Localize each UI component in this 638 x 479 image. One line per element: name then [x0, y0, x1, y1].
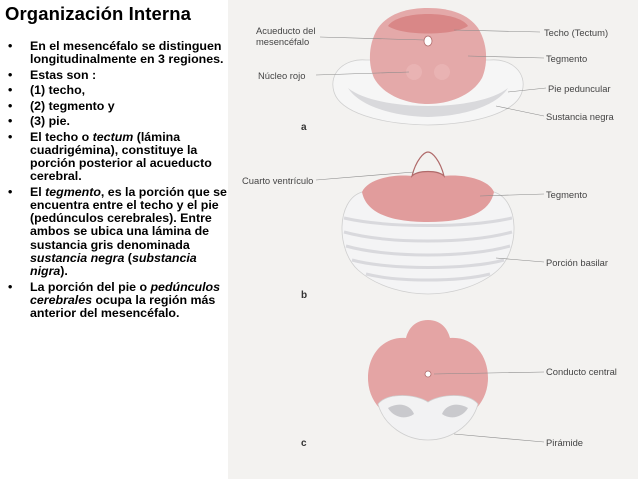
bullet-text: , es la porción que se encuentra entre e…	[30, 184, 227, 252]
bullet-item: • Estas son :	[8, 67, 230, 82]
midbrain-tegmentum-pink	[369, 8, 487, 104]
label-substantia-nigra: Sustancia negra	[546, 111, 615, 122]
bullet-text: ).	[60, 264, 68, 279]
bullet-item: • El techo o tectum (lámina cuadrigémina)…	[8, 129, 230, 184]
bullet-item: • El tegmento, es la porción que se encu…	[8, 184, 230, 279]
bullet-italic-term: substancia nigra	[30, 250, 197, 279]
section-a-midbrain	[315, 8, 547, 126]
label-red-nucleus: Núcleo rojo	[258, 70, 305, 81]
cerebral-aqueduct	[423, 35, 433, 47]
bullet-marker: •	[8, 83, 13, 98]
bullet-marker: •	[8, 279, 13, 294]
central-canal	[424, 370, 432, 378]
midbrain-tectum-pink	[388, 14, 468, 34]
label-tectum: Techo (Tectum)	[544, 27, 608, 38]
bullet-marker: •	[8, 184, 13, 199]
letter-c: c	[301, 438, 307, 449]
bullet-text: (3) pie.	[30, 114, 70, 129]
bullet-item: • En el mesencéfalo se distinguen longitu…	[8, 39, 230, 67]
bullet-italic-term: sustancia negra	[30, 250, 125, 265]
bullet-italic-term: pedúnculos cerebrales	[30, 279, 221, 307]
bullet-text: (1) techo,	[30, 83, 86, 98]
bullet-text: (2) tegmento y	[30, 98, 115, 113]
bullet-italic-term: tectum	[92, 129, 134, 144]
fourth-ventricle	[410, 151, 446, 178]
red-nucleus-right	[434, 64, 450, 80]
bullet-text: (lámina cuadrigémina), constituye la por…	[30, 129, 212, 184]
brainstem-illustration: Acueducto del mesencéfalo Núcleo rojo Te…	[242, 8, 617, 449]
pons-tegmentum-pink	[362, 162, 494, 222]
bullet-text: En el mesencéfalo se distinguen longitud…	[30, 39, 224, 67]
label-aqueduct-line2: mesencéfalo	[256, 36, 309, 47]
substantia-nigra-band	[348, 88, 508, 117]
bullet-item: • (2) tegmento y	[8, 98, 230, 113]
bullet-text: La porción del pie o	[30, 279, 151, 294]
bullet-marker: •	[8, 98, 13, 113]
brainstem-sections-figure: Acueducto del mesencéfalo Núcleo rojo Te…	[228, 0, 638, 479]
inferior-olive-left	[388, 404, 414, 418]
bullet-marker: •	[8, 39, 13, 53]
bullet-text: Estas son :	[30, 67, 97, 82]
label-fourth-ventricle: Cuarto ventrículo	[242, 175, 313, 186]
letter-a: a	[301, 122, 307, 133]
letter-b: b	[301, 290, 307, 301]
inferior-olive-right	[442, 404, 468, 418]
bullet-marker: •	[8, 67, 13, 82]
bullet-text: (	[124, 250, 132, 265]
label-basilar-part: Porción basilar	[546, 257, 608, 268]
label-cerebral-peduncle: Pie peduncular	[548, 83, 611, 94]
label-pyramid: Pirámide	[546, 437, 583, 448]
pons-basilar-white	[341, 191, 515, 295]
label-tegmentum-b: Tegmento	[546, 189, 587, 200]
red-nucleus-left	[406, 64, 422, 80]
bullet-item: • (3) pie.	[8, 115, 230, 128]
section-c-medulla	[368, 320, 545, 443]
bullet-text: El	[30, 184, 46, 199]
pyramid-white	[377, 395, 479, 441]
bullet-marker: •	[8, 114, 13, 129]
label-tegmentum-a: Tegmento	[546, 53, 587, 64]
label-aqueduct-line1: Acueducto del	[256, 25, 315, 36]
slide-title: Organización Interna	[5, 3, 192, 24]
bullet-italic-term: tegmento	[45, 184, 101, 199]
bullet-text: El techo o	[30, 129, 93, 144]
bullet-text: ocupa la región más anterior del mesencé…	[30, 292, 216, 320]
pons-transverse-fibers	[343, 216, 513, 282]
bullet-item: • (1) techo,	[8, 84, 230, 97]
section-b-pons	[315, 151, 545, 295]
label-central-canal: Conducto central	[546, 366, 617, 377]
bullet-list: • En el mesencéfalo se distinguen longitu…	[8, 39, 230, 322]
bullet-item: • La porción del pie o pedúnculos cerebra…	[8, 279, 230, 321]
bullet-marker: •	[8, 129, 13, 144]
